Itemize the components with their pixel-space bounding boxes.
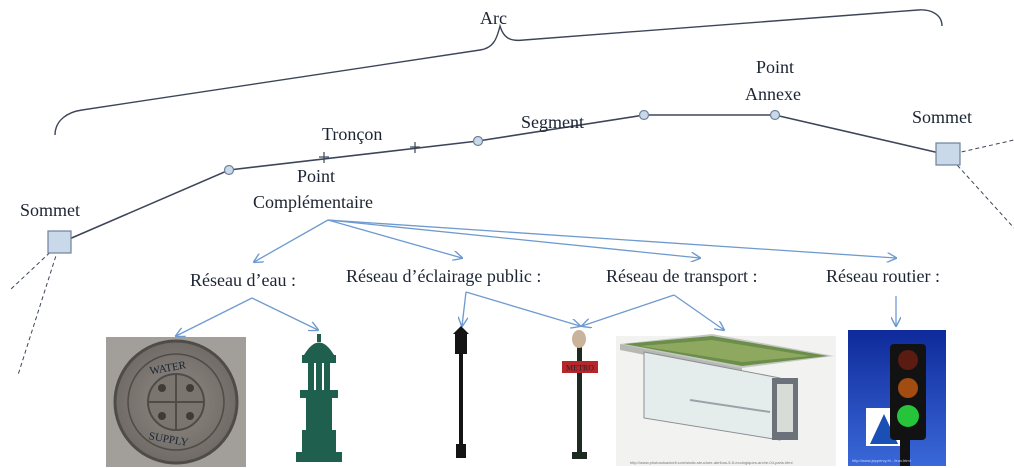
vertex-point: [472, 135, 484, 147]
arc-polyline: [59, 114, 949, 244]
metro-sign-photo: METRO: [562, 330, 598, 459]
dashed-link-right-1: [947, 139, 1014, 156]
street-lamp-photo: [453, 326, 469, 458]
segment-label: Segment: [521, 112, 584, 132]
sommet-right-label: Sommet: [912, 107, 972, 127]
sommet-node-right: [935, 142, 961, 166]
bus-shelter-photo: http://www.photosdoadcell.com/static-str…: [616, 334, 836, 466]
photo-arrows: [176, 291, 896, 336]
point-annexe-label-1: Point: [756, 57, 794, 77]
category-reseau-eau: Réseau d’eau :: [190, 270, 296, 290]
category-arrows: [254, 219, 896, 262]
sommet-node-left: [47, 230, 72, 254]
sommet-left-label: Sommet: [20, 200, 80, 220]
manhole-cover-photo: WATER SUPPLY: [106, 337, 246, 467]
dashed-link-left-2: [17, 242, 61, 376]
wallace-fountain-photo: [296, 334, 342, 462]
point-annexe-marker: [769, 109, 781, 121]
point-complementaire-label-1: Point: [297, 166, 335, 186]
dashed-link-left-1: [9, 242, 61, 291]
bus-shelter-caption: http://www.photosdoadcell.com/static-str…: [630, 460, 793, 465]
vertex-point: [223, 164, 235, 176]
point-complementaire-marker: [319, 152, 329, 163]
category-reseau-transport: Réseau de transport :: [606, 266, 757, 286]
metro-sign-text: METRO: [566, 364, 594, 373]
category-reseau-routier: Réseau routier :: [826, 266, 940, 286]
vertex-point: [638, 109, 650, 121]
traffic-light-photo: http://www.jeppercy.fr/...feux.html: [848, 330, 946, 466]
point-complementaire-label-2: Complémentaire: [253, 192, 373, 212]
dashed-link-right-2: [947, 154, 1014, 229]
arc-brace: [54, 9, 943, 136]
arc-label: Arc: [480, 8, 507, 28]
troncon-label: Tronçon: [322, 124, 382, 144]
traffic-light-caption: http://www.jeppercy.fr/...feux.html: [852, 458, 911, 463]
point-complementaire-marker: [410, 142, 420, 153]
point-annexe-label-2: Annexe: [745, 84, 801, 104]
category-reseau-eclairage: Réseau d’éclairage public :: [346, 266, 541, 286]
